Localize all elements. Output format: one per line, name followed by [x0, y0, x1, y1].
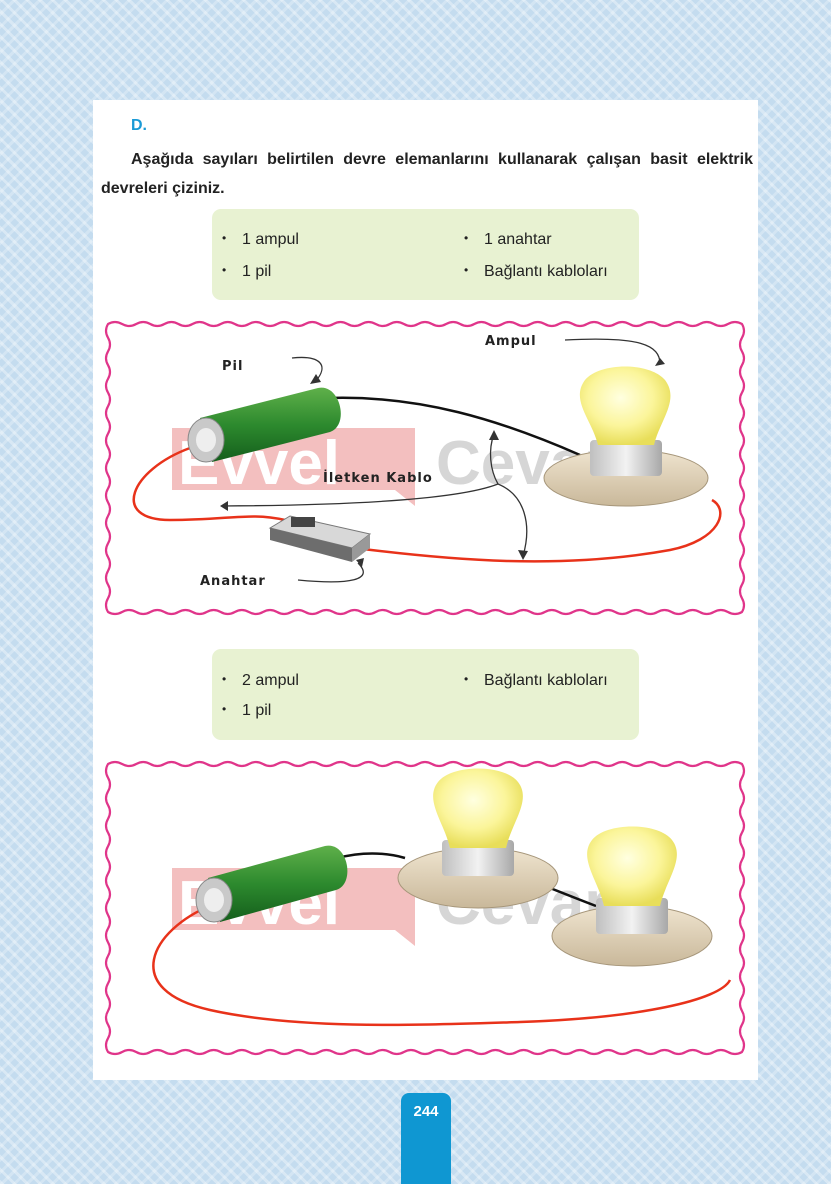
wavy-frame-1: [104, 320, 746, 616]
label-anahtar: Anahtar: [200, 574, 266, 589]
list-item: •1 anahtar: [464, 231, 552, 248]
instruction-text: Aşağıda sayıları belirtilen devre eleman…: [101, 151, 753, 197]
list-item: •Bağlantı kabloları: [464, 672, 608, 689]
label-kablo: İletken Kablo: [323, 470, 433, 486]
section-letter: D.: [131, 117, 147, 134]
list-item: •1 pil: [222, 702, 272, 719]
battery: [195, 845, 348, 923]
circuit-diagram-2: Evvel Cevap: [152, 768, 732, 1027]
list-item: •2 ampul: [222, 672, 299, 689]
label-ampul: Ampul: [485, 334, 537, 349]
list-item: •1 ampul: [222, 231, 299, 248]
list-item: •Bağlantı kabloları: [464, 263, 608, 280]
battery: [187, 387, 341, 463]
bulb: [551, 826, 713, 967]
switch: [268, 515, 372, 562]
wavy-frame-2: [104, 760, 746, 1056]
bulb: [397, 768, 559, 909]
label-pil: Pil: [222, 359, 243, 374]
list-item: •1 pil: [222, 263, 272, 280]
page-number: 244: [401, 1093, 451, 1184]
circuit-diagram-1: Evvel Cevap: [132, 334, 722, 589]
bulb: [543, 366, 709, 507]
components-box-1: •1 ampul •1 pil •1 anahtar •Bağlantı kab…: [212, 209, 639, 300]
components-box-2: •2 ampul •1 pil •Bağlantı kabloları: [212, 649, 639, 740]
